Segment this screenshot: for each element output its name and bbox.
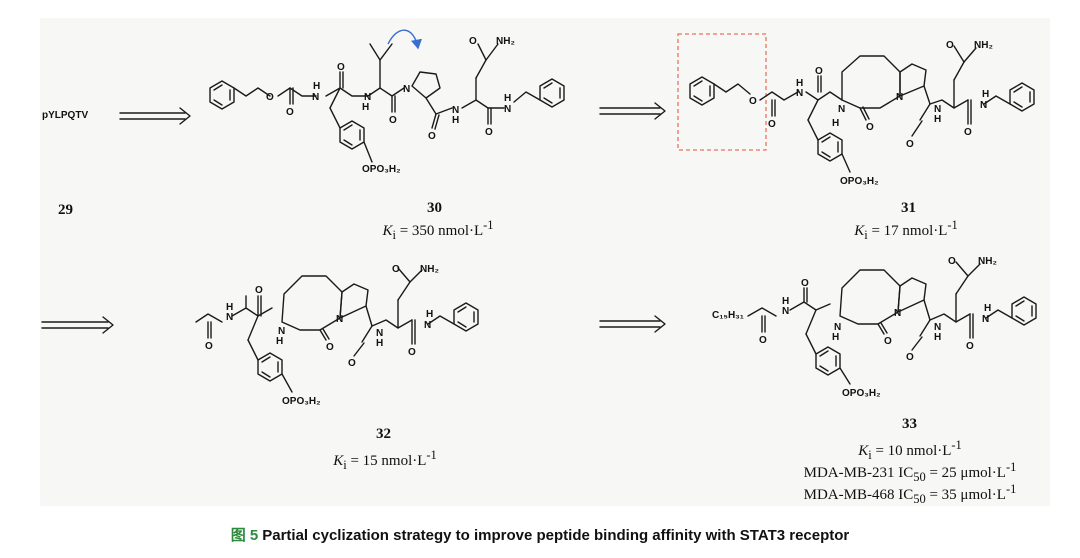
- atom-n: N: [834, 322, 841, 333]
- atom-opo3h2: OPO₃H₂: [362, 164, 401, 175]
- compound-number-31: 31: [901, 200, 916, 216]
- ki-value-31: Ki = 17 nmol·L-1: [854, 218, 958, 242]
- atom-n: N: [403, 84, 410, 95]
- atom-h: H: [796, 78, 803, 89]
- atom-h: H: [934, 332, 941, 343]
- atom-h: H: [362, 102, 369, 113]
- atom-o: O: [255, 285, 263, 296]
- atom-h: H: [782, 296, 789, 307]
- atom-o: O: [801, 278, 809, 289]
- atom-o: O: [389, 115, 397, 126]
- structure-33: C₁₅H₃₁ O N H O N H O N O N H O NH₂ O N H…: [712, 256, 1037, 399]
- atom-n: N: [364, 92, 371, 103]
- atom-h: H: [984, 303, 991, 314]
- atom-o: O: [946, 40, 954, 51]
- atom-h: H: [832, 332, 839, 343]
- compound-number-32: 32: [376, 426, 391, 442]
- ki-value-30: Ki = 350 nmol·L-1: [382, 218, 494, 242]
- atom-h: H: [313, 81, 320, 92]
- atom-n: N: [982, 314, 989, 325]
- atom-n: N: [838, 104, 845, 115]
- atom-o: O: [815, 66, 823, 77]
- reaction-arrow-30-31: [599, 102, 666, 120]
- atom-o: O: [266, 92, 274, 103]
- atom-o: O: [428, 131, 436, 142]
- ki-value-32: Ki = 15 nmol·L-1: [333, 448, 437, 472]
- atom-n: N: [226, 312, 233, 323]
- atom-h: H: [832, 118, 839, 129]
- atom-n: N: [376, 328, 383, 339]
- atom-nh2: NH₂: [496, 36, 515, 47]
- atom-o: O: [326, 342, 334, 353]
- atom-n: N: [782, 306, 789, 317]
- atom-o: O: [906, 352, 914, 363]
- caption-text: Partial cyclization strategy to improve …: [262, 527, 850, 544]
- atom-o: O: [964, 127, 972, 138]
- atom-n: N: [336, 314, 343, 325]
- atom-o: O: [469, 36, 477, 47]
- compound-number-29: 29: [58, 202, 73, 218]
- compound-number-30: 30: [427, 200, 442, 216]
- atom-n: N: [934, 104, 941, 115]
- reaction-arrow-31-32: [41, 316, 114, 334]
- atom-h: H: [276, 336, 283, 347]
- atom-h: H: [376, 338, 383, 349]
- atom-o: O: [966, 341, 974, 352]
- reaction-arrow-29-30: [119, 107, 191, 125]
- atom-o: O: [408, 347, 416, 358]
- atom-o: O: [286, 107, 294, 118]
- compound-number-33: 33: [902, 416, 917, 432]
- atom-nh2: NH₂: [978, 256, 997, 267]
- atom-o: O: [485, 127, 493, 138]
- atom-h: H: [934, 114, 941, 125]
- atom-o: O: [906, 139, 914, 150]
- figure-number: 图 5: [230, 527, 259, 544]
- atom-h: H: [982, 89, 989, 100]
- atom-n: N: [796, 88, 803, 99]
- atom-o: O: [759, 335, 767, 346]
- atom-h: H: [226, 302, 233, 313]
- atom-c15h31: C₁₅H₃₁: [712, 310, 744, 321]
- sequence-label-29: pYLPQTV: [42, 110, 89, 121]
- atom-n: N: [424, 320, 431, 331]
- ic50-mda-mb-231: MDA-MB-231 IC50 = 25 μmol·L-1: [803, 460, 1017, 484]
- highlight-box: [677, 33, 767, 151]
- atom-o: O: [948, 256, 956, 267]
- atom-opo3h2: OPO₃H₂: [840, 176, 879, 187]
- atom-o: O: [866, 122, 874, 133]
- atom-o: O: [392, 264, 400, 275]
- structure-31: O O N H O N H O N O N H O NH₂ O N H OPO₃…: [677, 33, 1035, 187]
- atom-h: H: [504, 93, 511, 104]
- atom-h: H: [426, 309, 433, 320]
- atom-o: O: [768, 119, 776, 130]
- ki-value-33: Ki = 10 nmol·L-1: [858, 438, 962, 462]
- atom-n: N: [980, 100, 987, 111]
- atom-n: N: [312, 92, 319, 103]
- atom-n: N: [278, 326, 285, 337]
- atom-n: N: [894, 308, 901, 319]
- reaction-arrow-32-33: [599, 315, 666, 333]
- atom-n: N: [452, 105, 459, 116]
- atom-opo3h2: OPO₃H₂: [282, 396, 321, 407]
- atom-n: N: [896, 92, 903, 103]
- synthesis-scheme: O O N H O N H O N O N H O NH₂ O N H OPO₃…: [41, 29, 1037, 407]
- atom-o: O: [348, 358, 356, 369]
- atom-opo3h2: OPO₃H₂: [842, 388, 881, 399]
- structure-30: O O N H O N H O N O N H O NH₂ O N H OPO₃…: [209, 29, 565, 175]
- atom-nh2: NH₂: [420, 264, 439, 275]
- atom-n: N: [504, 104, 511, 115]
- structure-32: O N H O N H O N O N H O NH₂ O N H OPO₃H₂: [195, 264, 479, 407]
- atom-o: O: [884, 336, 892, 347]
- atom-o: O: [749, 96, 757, 107]
- atom-n: N: [934, 322, 941, 333]
- atom-h: H: [452, 115, 459, 126]
- atom-o: O: [205, 341, 213, 352]
- atom-nh2: NH₂: [974, 40, 993, 51]
- ic50-mda-mb-468: MDA-MB-468 IC50 = 35 μmol·L-1: [803, 482, 1017, 506]
- atom-o: O: [337, 62, 345, 73]
